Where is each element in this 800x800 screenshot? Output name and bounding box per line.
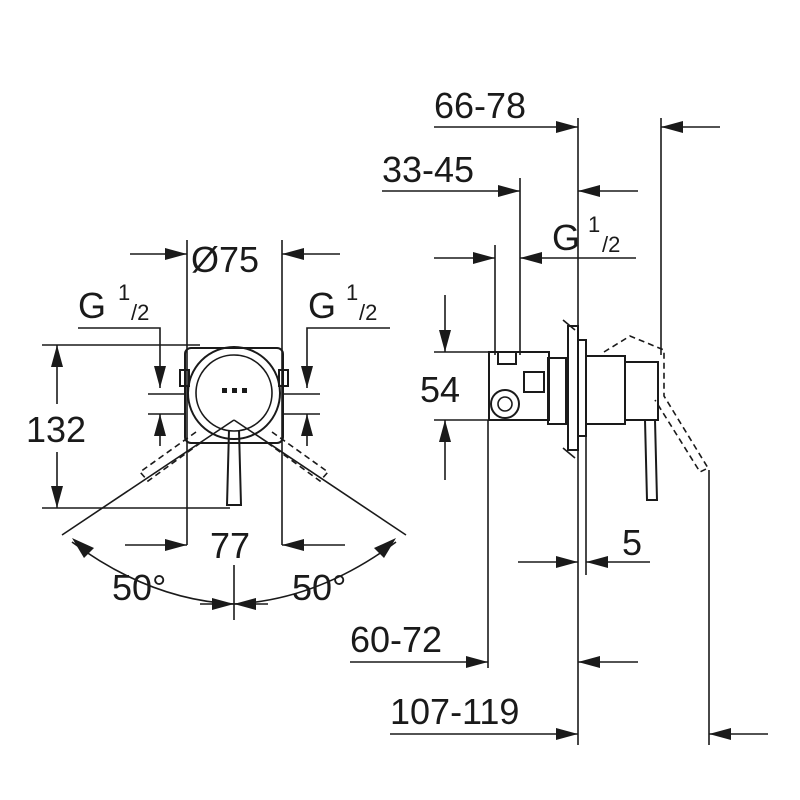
arrow <box>556 556 578 568</box>
arrow <box>466 656 488 668</box>
arrow <box>473 252 495 264</box>
arrow <box>374 538 396 558</box>
thread-left-leader <box>78 327 161 388</box>
arrow <box>212 598 234 610</box>
hatch <box>562 447 576 459</box>
dim-66-78-label: 66-78 <box>434 85 526 126</box>
spacing-label: 77 <box>210 525 250 566</box>
arrow <box>282 539 304 551</box>
thread-right-num: 1 <box>346 280 358 305</box>
hatch <box>562 319 576 331</box>
lever <box>225 429 243 506</box>
arrow <box>578 656 600 668</box>
handle-base <box>585 355 626 425</box>
valve-flange <box>547 357 567 425</box>
thread-left-den: /2 <box>131 300 149 325</box>
cover-plate-side <box>577 339 587 437</box>
arrow <box>556 728 578 740</box>
body-lug-left <box>179 369 190 387</box>
cover-plate <box>187 346 281 440</box>
arrow <box>709 728 731 740</box>
arrow <box>72 538 94 558</box>
thread-right-den: /2 <box>359 300 377 325</box>
arrow <box>51 345 63 367</box>
valve-nut <box>523 371 545 393</box>
handle-cap <box>624 361 659 421</box>
logo-mark <box>222 388 227 393</box>
arrow <box>586 556 608 568</box>
thread-right-g: G <box>308 285 336 326</box>
arrow <box>520 252 542 264</box>
side-thread-g: G <box>552 217 580 258</box>
arrow <box>282 248 304 260</box>
valve-port-top <box>497 351 517 365</box>
thread-left-g: G <box>78 285 106 326</box>
logo-mark <box>232 388 237 393</box>
thread-left-num: 1 <box>118 280 130 305</box>
body-lug-right <box>278 369 289 387</box>
side-thread-den: /2 <box>602 232 620 257</box>
logo-mark <box>242 388 247 393</box>
valve-port-circle <box>490 389 520 419</box>
cover-inner-ring <box>195 354 273 432</box>
arrow <box>301 414 313 436</box>
arrow <box>439 330 451 352</box>
angle-line-right <box>233 419 407 536</box>
arrow <box>556 121 578 133</box>
arrow <box>234 598 256 610</box>
arrow <box>165 248 187 260</box>
dim-54-label: 54 <box>420 369 460 410</box>
pipe-right <box>264 431 330 483</box>
arrow <box>498 185 520 197</box>
arrow <box>661 121 683 133</box>
arrow <box>154 366 166 388</box>
arrow <box>578 185 600 197</box>
pipe-left <box>138 431 204 483</box>
front-view: Ø75 G 1 /2 G 1 /2 132 <box>26 239 407 620</box>
arrow <box>439 420 451 442</box>
wall-plate <box>567 325 579 451</box>
handle-lever <box>644 419 659 501</box>
angle-left-label: 50° <box>112 567 166 608</box>
side-thread-num: 1 <box>588 212 600 237</box>
angle-right-label: 50° <box>292 567 346 608</box>
angle-line-left <box>61 419 235 536</box>
valve-port-inner <box>497 396 513 412</box>
dim-5-label: 5 <box>622 522 642 563</box>
arrow <box>154 414 166 436</box>
thread-right-leader <box>306 327 390 388</box>
dim-60-72-label: 60-72 <box>350 619 442 660</box>
diameter-label: Ø75 <box>191 239 259 280</box>
arrow <box>301 366 313 388</box>
side-view: 66-78 33-45 G 1 /2 <box>350 85 768 745</box>
arrow <box>51 486 63 508</box>
arrow <box>165 539 187 551</box>
height-label: 132 <box>26 409 86 450</box>
dim-33-45-label: 33-45 <box>382 149 474 190</box>
dim-107-119-label: 107-119 <box>390 691 519 732</box>
lever-swing-outline <box>603 335 710 474</box>
